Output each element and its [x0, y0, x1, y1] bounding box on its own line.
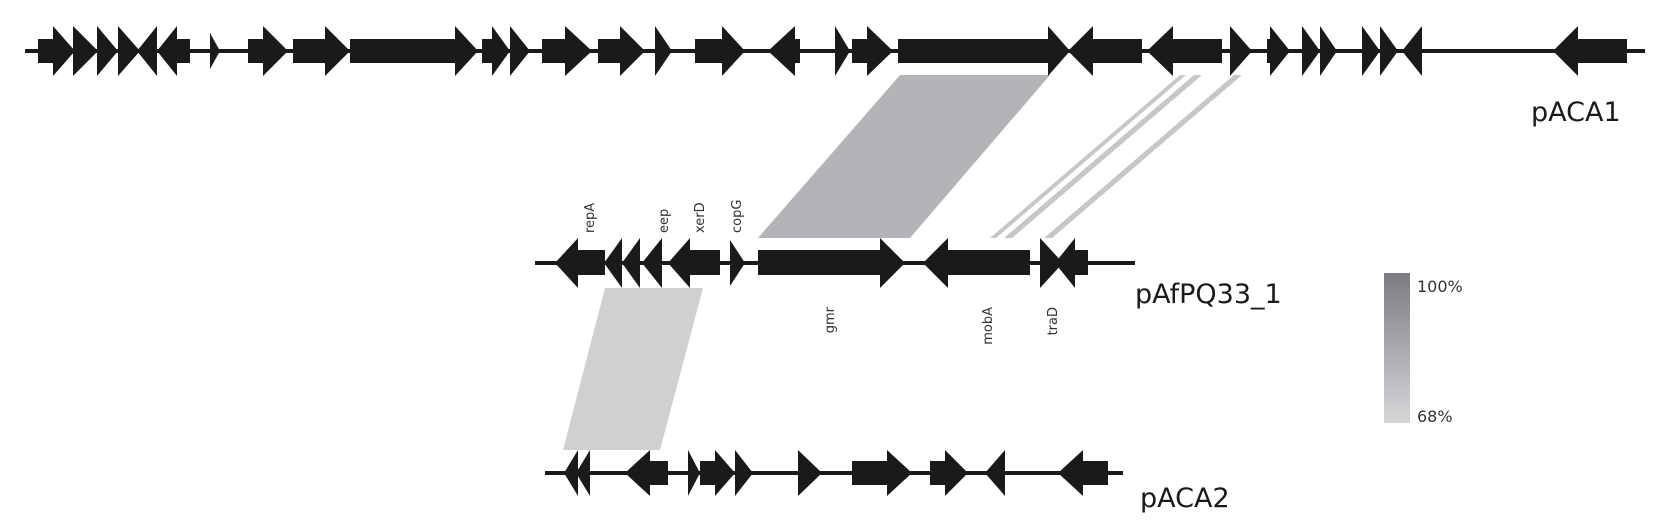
gene-label-copG: copG: [730, 200, 745, 233]
homology-bands: [563, 75, 1242, 450]
gene-arrow: [688, 450, 700, 496]
gene-arrow: [768, 26, 800, 76]
gene-label-xerD: xerD: [693, 202, 708, 233]
gene-arrow: [598, 26, 645, 76]
gene-arrow: [293, 26, 350, 76]
gene-arrow: [1380, 26, 1398, 76]
track-label-pAfPQ33_1: pAfPQ33_1: [1135, 279, 1282, 310]
gene-arrow: [1320, 26, 1337, 76]
gene-label-traD: traD: [1046, 307, 1061, 335]
homology-band-thin-3: [1044, 75, 1242, 238]
gene-label-gmr: gmr: [823, 306, 838, 333]
gene-label-repA: repA: [583, 203, 598, 233]
gene-arrow-xerD: [668, 238, 720, 288]
gene-arrow-mobA: [923, 238, 1030, 288]
gene-label-eep: eep: [657, 209, 672, 233]
track-pAfPQ33_1: pAfPQ33_1 repA eep xerD copG gmr mobA tr…: [535, 200, 1282, 345]
gene-arrow: [97, 26, 118, 76]
gene-arrow: [1362, 26, 1380, 76]
gene-arrow: [898, 26, 1070, 76]
backbone-pACA2: [545, 471, 1123, 475]
gene-arrow: [1230, 26, 1252, 76]
gene-arrow: [625, 450, 668, 496]
gene-arrow-traD: [1040, 238, 1063, 288]
gene-arrow: [1147, 26, 1222, 76]
gene-arrow-repA: [555, 238, 605, 288]
gene-arrow: [137, 26, 157, 76]
gene-arrow: [350, 26, 478, 76]
gene-arrow: [1402, 26, 1422, 76]
gene-arrow: [157, 26, 190, 76]
genes-pACA1: [38, 26, 1627, 76]
gene-arrow: [695, 26, 745, 76]
gene-arrow: [482, 26, 510, 76]
homology-band-gmr: [758, 75, 1050, 238]
gene-arrow: [985, 450, 1005, 496]
gene-arrow: [852, 450, 912, 496]
gene-arrow: [73, 26, 98, 76]
gene-arrow: [576, 450, 590, 496]
gene-arrow: [248, 26, 288, 76]
gene-arrow: [735, 450, 753, 496]
gene-label-mobA: mobA: [981, 307, 996, 345]
gene-arrow-eep: [642, 238, 662, 288]
gene-arrow-gmr: [758, 238, 905, 288]
gene-arrow: [510, 26, 530, 76]
gene-arrow: [835, 26, 850, 76]
gene-arrow: [798, 450, 822, 496]
gene-arrow-copG: [730, 240, 745, 286]
gene-arrow: [210, 33, 220, 69]
legend-gradient-bar: [1384, 273, 1410, 423]
track-pACA1: pACA1: [25, 26, 1645, 128]
gene-arrow: [655, 26, 672, 76]
gene-arrow: [1058, 450, 1108, 496]
genes-pACA2: [564, 450, 1108, 496]
gene-arrow: [700, 450, 735, 496]
gene-arrow: [1302, 26, 1320, 76]
gene-arrow: [1055, 238, 1088, 288]
gene-arrow: [604, 238, 622, 288]
gene-arrow: [38, 26, 75, 76]
gene-arrow: [1267, 26, 1290, 76]
gene-arrow: [564, 450, 578, 496]
gene-arrow: [542, 26, 592, 76]
legend-min-label: 68%: [1417, 407, 1453, 426]
track-label-pACA2: pACA2: [1140, 483, 1230, 514]
gene-arrow: [930, 450, 968, 496]
homology-band-repA-region: [563, 288, 703, 450]
gene-labels-pAfPQ33_1: repA eep xerD copG gmr mobA traD: [583, 200, 1061, 345]
gene-arrow: [1553, 26, 1627, 76]
gene-arrow: [118, 26, 140, 76]
homology-band-thin-2: [1004, 75, 1202, 238]
track-pACA2: pACA2: [545, 450, 1230, 514]
track-label-pACA1: pACA1: [1531, 97, 1621, 128]
gene-arrow: [622, 238, 640, 288]
legend-max-label: 100%: [1417, 277, 1463, 296]
genes-pAfPQ33_1: [555, 238, 1088, 288]
identity-legend: 100% 68%: [1384, 273, 1463, 426]
gene-arrow: [852, 26, 893, 76]
homology-band-thin-1: [990, 75, 1186, 238]
gene-arrow: [1068, 26, 1142, 76]
